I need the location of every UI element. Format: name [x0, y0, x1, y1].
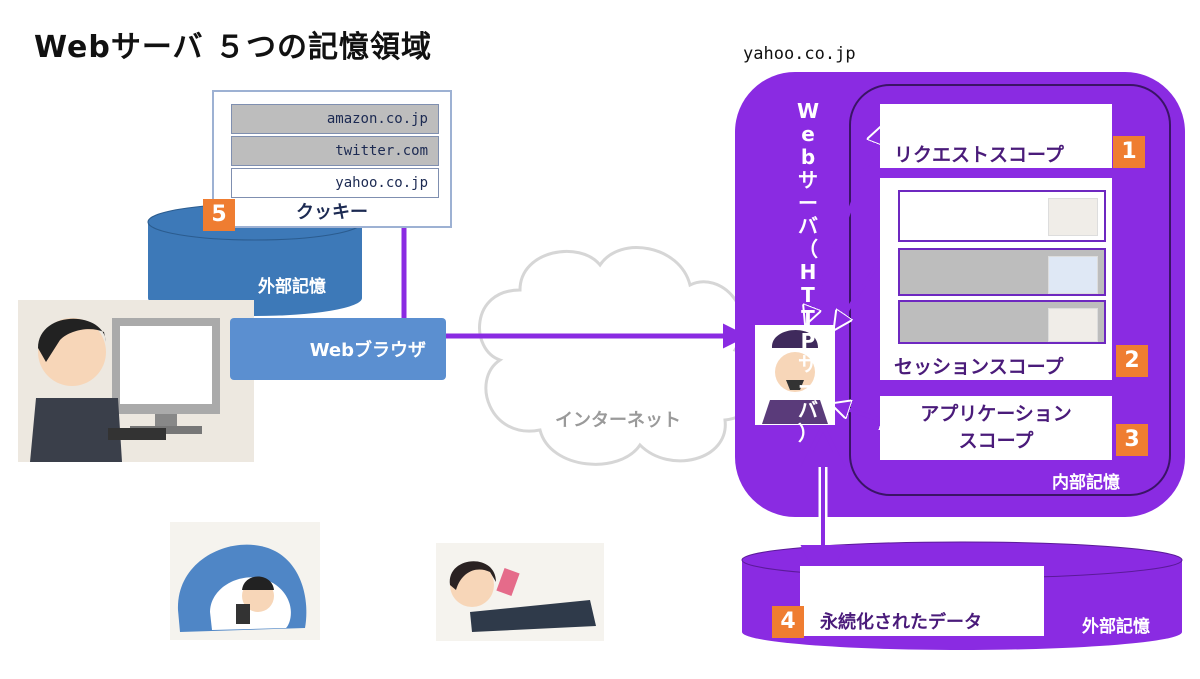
web-browser-box: Webブラウザ — [230, 318, 446, 380]
application-scope-label-line2: スコープ — [958, 430, 1034, 452]
application-scope-box: アプリケーション スコープ — [880, 396, 1112, 460]
server-person-illustration — [755, 325, 835, 425]
cookie-domain-row: amazon.co.jp — [231, 104, 439, 134]
session-user-thumbnail — [1048, 256, 1098, 294]
badge-4: 4 — [772, 606, 804, 638]
session-user-thumbnail — [1048, 198, 1098, 236]
session-slot — [898, 190, 1106, 242]
user-at-computer-illustration — [18, 300, 254, 462]
session-slot — [898, 300, 1106, 344]
badge-3: 3 — [1116, 424, 1148, 456]
persisted-data-label: 永続化されたデータ — [820, 612, 982, 633]
web-server-vertical-label: W e b サ ー バ （ H T T P サ ー バ ） — [796, 99, 820, 445]
session-scope-label: セッションスコープ — [894, 356, 1064, 378]
badge-2: 2 — [1116, 345, 1148, 377]
web-browser-label: Webブラウザ — [309, 340, 426, 361]
request-scope-box: リクエストスコープ — [880, 104, 1112, 168]
application-scope-label-line1: アプリケーション — [920, 403, 1072, 425]
cookie-domain-row: yahoo.co.jp — [231, 168, 439, 198]
badge-1: 1 — [1113, 136, 1145, 168]
page-title: Webサーバ ５つの記憶領域 — [34, 30, 432, 65]
persisted-data-box: 永続化されたデータ — [800, 566, 1044, 636]
badge-5: 5 — [203, 199, 235, 231]
client-storage-label: 外部記憶 — [258, 277, 326, 297]
person-under-futon-illustration — [170, 522, 320, 640]
server-domain-label: yahoo.co.jp — [743, 44, 856, 64]
server-storage-label: 外部記憶 — [1082, 617, 1150, 637]
session-user-thumbnail — [1048, 308, 1098, 342]
woman-lying-illustration — [436, 543, 604, 641]
session-scope-box: セッションスコープ — [880, 178, 1112, 380]
cookie-domain-row: twitter.com — [231, 136, 439, 166]
internal-memory-label: 内部記憶 — [1052, 473, 1120, 493]
request-scope-label: リクエストスコープ — [894, 144, 1064, 166]
session-slot — [898, 248, 1106, 296]
cookie-panel: amazon.co.jp twitter.com yahoo.co.jp クッキ… — [212, 90, 452, 228]
internet-label: インターネット — [555, 410, 681, 431]
cookie-label: クッキー — [296, 202, 368, 223]
